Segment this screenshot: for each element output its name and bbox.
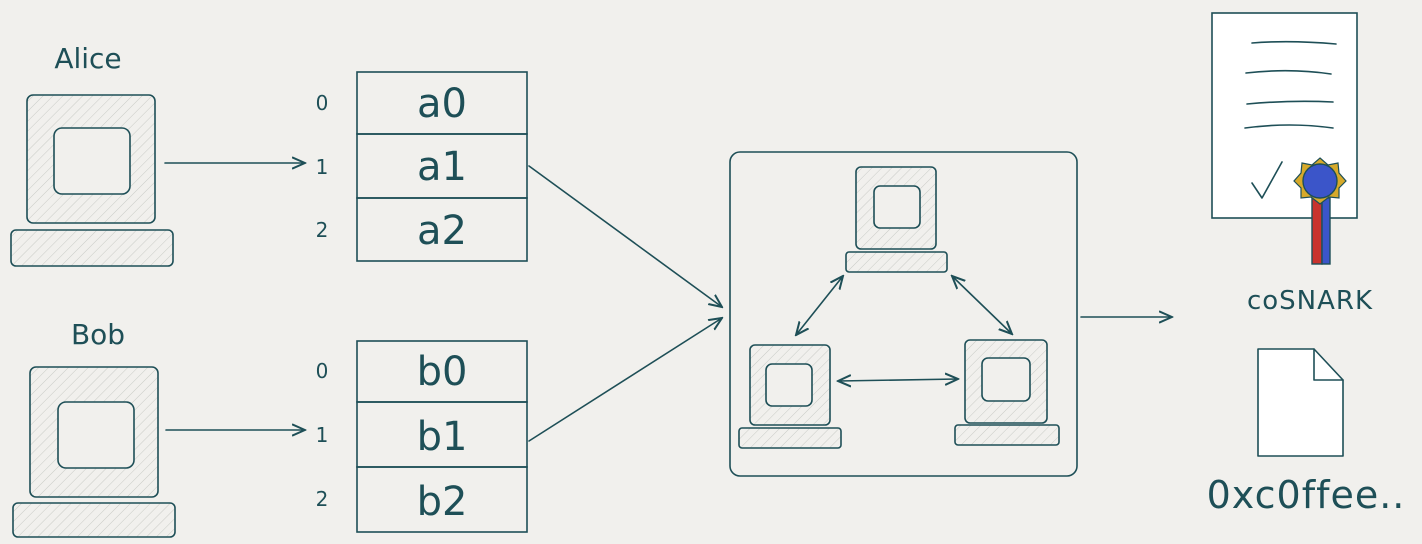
share-value: a2 xyxy=(417,208,467,254)
index-label: 2 xyxy=(316,487,329,511)
index-label: 1 xyxy=(316,423,329,447)
mpc-network-box xyxy=(729,151,1078,477)
bob-shares-to-network-arrow xyxy=(528,318,722,442)
node-link-arrow xyxy=(952,276,1012,334)
node-link-arrow xyxy=(796,276,843,335)
index-label: 0 xyxy=(316,91,329,115)
mpc-node-top-icon xyxy=(845,166,948,273)
share-value: a0 xyxy=(417,81,467,127)
certificate-icon xyxy=(1211,12,1358,265)
proof-label: coSNARK xyxy=(1247,286,1373,316)
index-label: 2 xyxy=(316,218,329,242)
bob-input-table: 0 1 2 b0 b1 b2 xyxy=(316,340,528,533)
table-row xyxy=(356,466,528,533)
checkmark-icon xyxy=(1251,161,1283,199)
index-label: 1 xyxy=(316,155,329,179)
share-value: b2 xyxy=(417,479,468,525)
share-value: b1 xyxy=(417,414,468,460)
share-value: a1 xyxy=(417,144,467,190)
output-label: 0xc0ffee.. xyxy=(1207,473,1406,517)
node-link-arrow xyxy=(838,379,958,381)
mpc-node-left-icon xyxy=(738,344,842,449)
bob-label: Bob xyxy=(71,318,125,351)
alice-input-table: 0 1 2 a0 a1 a2 xyxy=(316,71,528,262)
mpc-node-right-icon xyxy=(954,339,1060,446)
bob-computer-icon xyxy=(12,366,176,538)
alice-label: Alice xyxy=(54,42,121,75)
alice-shares-to-network-arrow xyxy=(528,165,722,307)
index-label: 0 xyxy=(316,359,329,383)
share-value: b0 xyxy=(417,349,468,395)
file-icon xyxy=(1257,348,1344,457)
alice-computer-icon xyxy=(10,94,174,267)
table-row xyxy=(356,197,528,262)
